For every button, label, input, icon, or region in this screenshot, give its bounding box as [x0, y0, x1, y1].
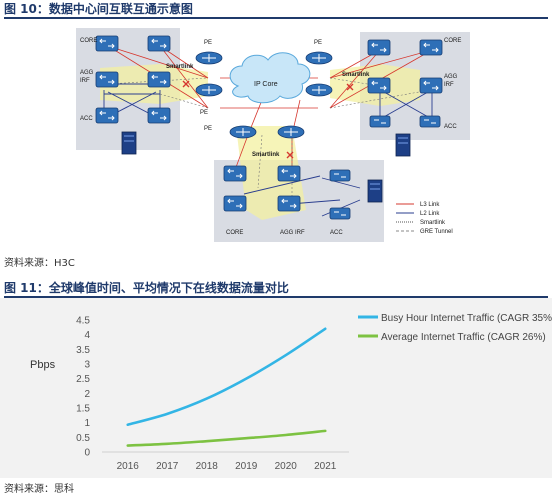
- router-icon: [229, 125, 257, 139]
- ip-core-label: IP Core: [254, 81, 278, 88]
- switch-icon: [95, 35, 119, 52]
- x-tick-label: 2018: [196, 461, 219, 472]
- network-diagram: IP Core CORE AGG IRF ACC PE PE PE PE COR…: [76, 28, 470, 242]
- y-tick-label: 2.5: [76, 374, 90, 385]
- diagram-legend: L3 Link L2 Link Smartlink GRE Tunnel: [396, 202, 453, 235]
- server-icon: [395, 133, 411, 157]
- series-line-2: [126, 429, 327, 447]
- y-tick-label: 0.5: [76, 433, 90, 444]
- figure10-title: 图 10：数据中心间互联互通示意图: [4, 2, 193, 16]
- label-agg-irf-bottom: AGG IRF: [280, 230, 305, 236]
- figure11-source: 资料来源：思科: [4, 484, 74, 495]
- figure10-source: 资料来源：H3C: [4, 258, 75, 269]
- label-smartlink-bottom: Smartlink: [252, 152, 280, 158]
- switch-icon: [419, 115, 441, 128]
- label-core-bottom: CORE: [226, 230, 243, 236]
- label-pe-3: PE: [200, 110, 208, 116]
- switch-icon: [329, 169, 351, 182]
- switch-icon: [367, 77, 391, 94]
- y-axis-label: Pbps: [30, 359, 56, 371]
- label-smartlink-left: Smartlink: [166, 64, 194, 70]
- series-line-1: [126, 327, 327, 427]
- label-core-right: CORE: [444, 38, 461, 44]
- figure11-title: 图 11：全球峰值时间、平均情况下在线数据流量对比: [4, 281, 289, 295]
- y-tick-label: 1: [84, 418, 90, 429]
- legend-label-2: Average Internet Traffic (CAGR 26%): [381, 332, 546, 343]
- switch-icon: [223, 165, 247, 182]
- label-agg-left: AGG: [80, 70, 94, 76]
- switch-icon: [223, 195, 247, 212]
- switch-icon: [369, 115, 391, 128]
- label-smartlink-right: Smartlink: [342, 72, 370, 78]
- legend-l2-link: L2 Link: [420, 211, 440, 217]
- label-acc-right: ACC: [444, 124, 457, 130]
- figure11-title-rule: [4, 296, 548, 298]
- ip-core-cloud: [229, 52, 311, 104]
- switch-icon: [95, 107, 119, 124]
- switch-icon: [147, 35, 171, 52]
- y-tick-label: 2: [84, 389, 90, 400]
- legend-l3-link: L3 Link: [420, 202, 440, 208]
- label-irf-right: IRF: [444, 82, 454, 88]
- y-tick-label: 1.5: [76, 404, 90, 415]
- legend-smartlink: Smartlink: [420, 220, 446, 226]
- legend-label-1: Busy Hour Internet Traffic (CAGR 35%): [381, 313, 552, 324]
- figure10-title-rule: [4, 17, 548, 19]
- label-core-left: CORE: [80, 38, 97, 44]
- switch-icon: [147, 71, 171, 88]
- router-icon: [305, 83, 333, 97]
- legend-gre-tunnel: GRE Tunnel: [420, 229, 453, 235]
- broken-link-icons: [182, 80, 354, 159]
- x-tick-label: 2017: [156, 461, 179, 472]
- switch-icon: [419, 39, 443, 56]
- router-icon: [195, 51, 223, 65]
- label-pe-2: PE: [314, 40, 322, 46]
- switch-icon: [277, 165, 301, 182]
- label-acc-bottom: ACC: [330, 230, 343, 236]
- y-tick-label: 4.5: [76, 316, 90, 327]
- label-acc-left: ACC: [80, 116, 93, 122]
- y-tick-label: 3: [84, 360, 90, 371]
- router-icon: [277, 125, 305, 139]
- switch-icon: [277, 195, 301, 212]
- switch-icon: [147, 107, 171, 124]
- server-icon: [367, 179, 383, 203]
- y-tick-label: 0: [84, 448, 90, 459]
- router-icon: [195, 83, 223, 97]
- switch-icon: [329, 207, 351, 220]
- x-tick-label: 2020: [275, 461, 298, 472]
- switch-icon: [367, 39, 391, 56]
- label-pe-1: PE: [204, 40, 212, 46]
- server-icon: [121, 131, 137, 155]
- label-agg-right: AGG: [444, 74, 458, 80]
- router-icon: [305, 51, 333, 65]
- switch-icon: [95, 71, 119, 88]
- label-pe-4: PE: [204, 126, 212, 132]
- switch-icon: [419, 77, 443, 94]
- y-tick-label: 3.5: [76, 345, 90, 356]
- y-tick-label: 4: [84, 330, 90, 341]
- traffic-line-chart: 0 0.5 1 1.5 2 2.5 3 3.5 4 4.5 2016 2017 2018 2019 2020…: [0, 298, 552, 478]
- label-irf-left: IRF: [80, 78, 90, 84]
- x-tick-label: 2016: [117, 461, 140, 472]
- x-tick-label: 2021: [314, 461, 337, 472]
- x-tick-label: 2019: [235, 461, 258, 472]
